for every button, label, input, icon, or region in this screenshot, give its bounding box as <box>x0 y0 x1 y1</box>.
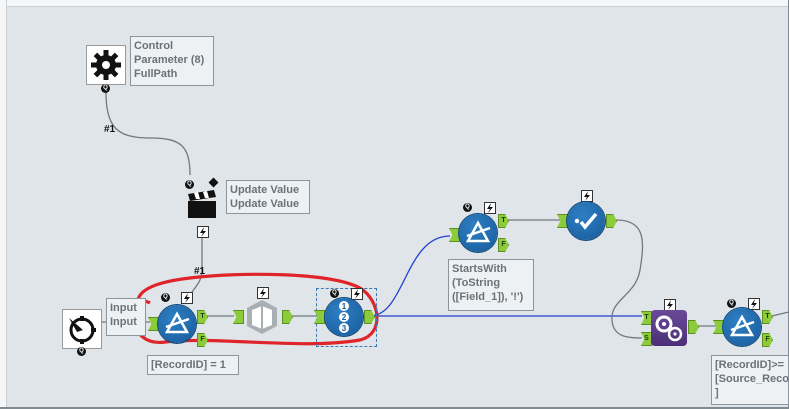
macro-input-icon <box>69 316 96 344</box>
macro-input-tool[interactable] <box>62 309 102 349</box>
canvas-top-edge <box>0 0 789 7</box>
gear-control-icon <box>91 50 121 80</box>
lightning-icon <box>184 293 190 303</box>
check-tool[interactable] <box>567 202 605 240</box>
control-param-note[interactable]: Control Parameter (8) FullPath <box>130 36 214 86</box>
final-bolt[interactable] <box>748 298 760 310</box>
update-bolt-anchor[interactable] <box>197 226 209 238</box>
directory-output-anchor[interactable] <box>282 310 293 324</box>
svg-text:3: 3 <box>342 324 347 333</box>
final-filter-tool[interactable] <box>723 308 761 346</box>
red-annotation-circle <box>131 272 379 346</box>
wire-final-out <box>771 311 789 317</box>
check-bolt[interactable] <box>581 190 593 202</box>
update-clapper-icon <box>188 190 216 218</box>
recordid-q-badge[interactable]: Q <box>330 289 339 298</box>
filter1-note[interactable]: [RecordID] = 1 <box>147 355 239 375</box>
input-q-badge[interactable]: Q <box>77 347 86 356</box>
recordid-selection-box <box>316 288 377 347</box>
wire-control-to-update <box>105 92 191 176</box>
lightning-icon <box>354 289 360 299</box>
update-value-note[interactable]: Update Value Update Value <box>226 180 310 214</box>
filter-icon <box>465 220 491 243</box>
lightning-icon <box>751 299 757 309</box>
connection-label-update: #1 <box>194 266 206 277</box>
batch-output-anchor[interactable] <box>688 320 699 334</box>
filter-icon <box>729 314 755 337</box>
startswith-filter-tool[interactable] <box>459 214 497 252</box>
filter1-false-anchor[interactable]: F <box>197 333 208 347</box>
recordid-tool[interactable]: 1 2 3 <box>325 298 363 336</box>
lightning-icon <box>200 227 206 237</box>
startswith-q-badge[interactable]: Q <box>463 203 472 212</box>
update-q-badge[interactable]: Q <box>185 180 194 189</box>
directory-bolt[interactable] <box>257 287 269 299</box>
batch-macro-gears-icon <box>655 315 683 342</box>
recordid-output-anchor[interactable] <box>364 310 375 324</box>
final-q-badge[interactable]: Q <box>727 299 736 308</box>
startswith-bolt[interactable] <box>484 202 496 214</box>
startswith-note[interactable]: StartsWith (ToString ([Field_1]), '!') <box>448 259 534 311</box>
final-false-anchor[interactable]: F <box>762 333 773 347</box>
check-output-anchor[interactable] <box>606 214 617 228</box>
update-value-tool[interactable] <box>186 190 218 220</box>
connection-label-cp: #1 <box>104 124 116 135</box>
final-true-anchor[interactable]: T <box>762 310 773 324</box>
control-parameter-tool[interactable] <box>86 45 126 85</box>
checkmark-icon <box>574 212 598 230</box>
filter1-tool[interactable] <box>158 305 196 343</box>
input-note[interactable]: Input Input <box>106 298 146 336</box>
recordid-bolt[interactable] <box>351 288 363 300</box>
svg-text:2: 2 <box>342 313 347 322</box>
filter1-bolt[interactable] <box>181 292 193 304</box>
startswith-true-anchor[interactable]: T <box>498 214 509 228</box>
canvas-bottom-edge <box>0 407 789 409</box>
filter1-true-anchor[interactable]: T <box>197 310 208 324</box>
final-note[interactable]: [RecordID]>= [Source_Recor ] <box>711 355 789 405</box>
startswith-false-anchor[interactable]: F <box>498 238 509 252</box>
lightning-icon <box>667 300 673 310</box>
filter1-q-badge[interactable]: Q <box>161 293 170 302</box>
filter-icon <box>164 311 190 334</box>
wire-check-to-batch <box>611 219 644 339</box>
wire-recordid-to-startswith <box>369 235 451 317</box>
lightning-icon <box>487 203 493 213</box>
canvas-left-edge <box>0 0 7 409</box>
lightning-icon <box>584 191 590 201</box>
directory-tool[interactable] <box>243 298 281 336</box>
batch-macro-tool[interactable] <box>651 310 687 346</box>
control-q-badge[interactable]: Q <box>101 84 110 93</box>
directory-book-icon <box>247 300 277 334</box>
record-id-icon: 1 2 3 <box>339 301 349 333</box>
svg-text:1: 1 <box>342 302 347 311</box>
lightning-icon <box>260 288 266 298</box>
